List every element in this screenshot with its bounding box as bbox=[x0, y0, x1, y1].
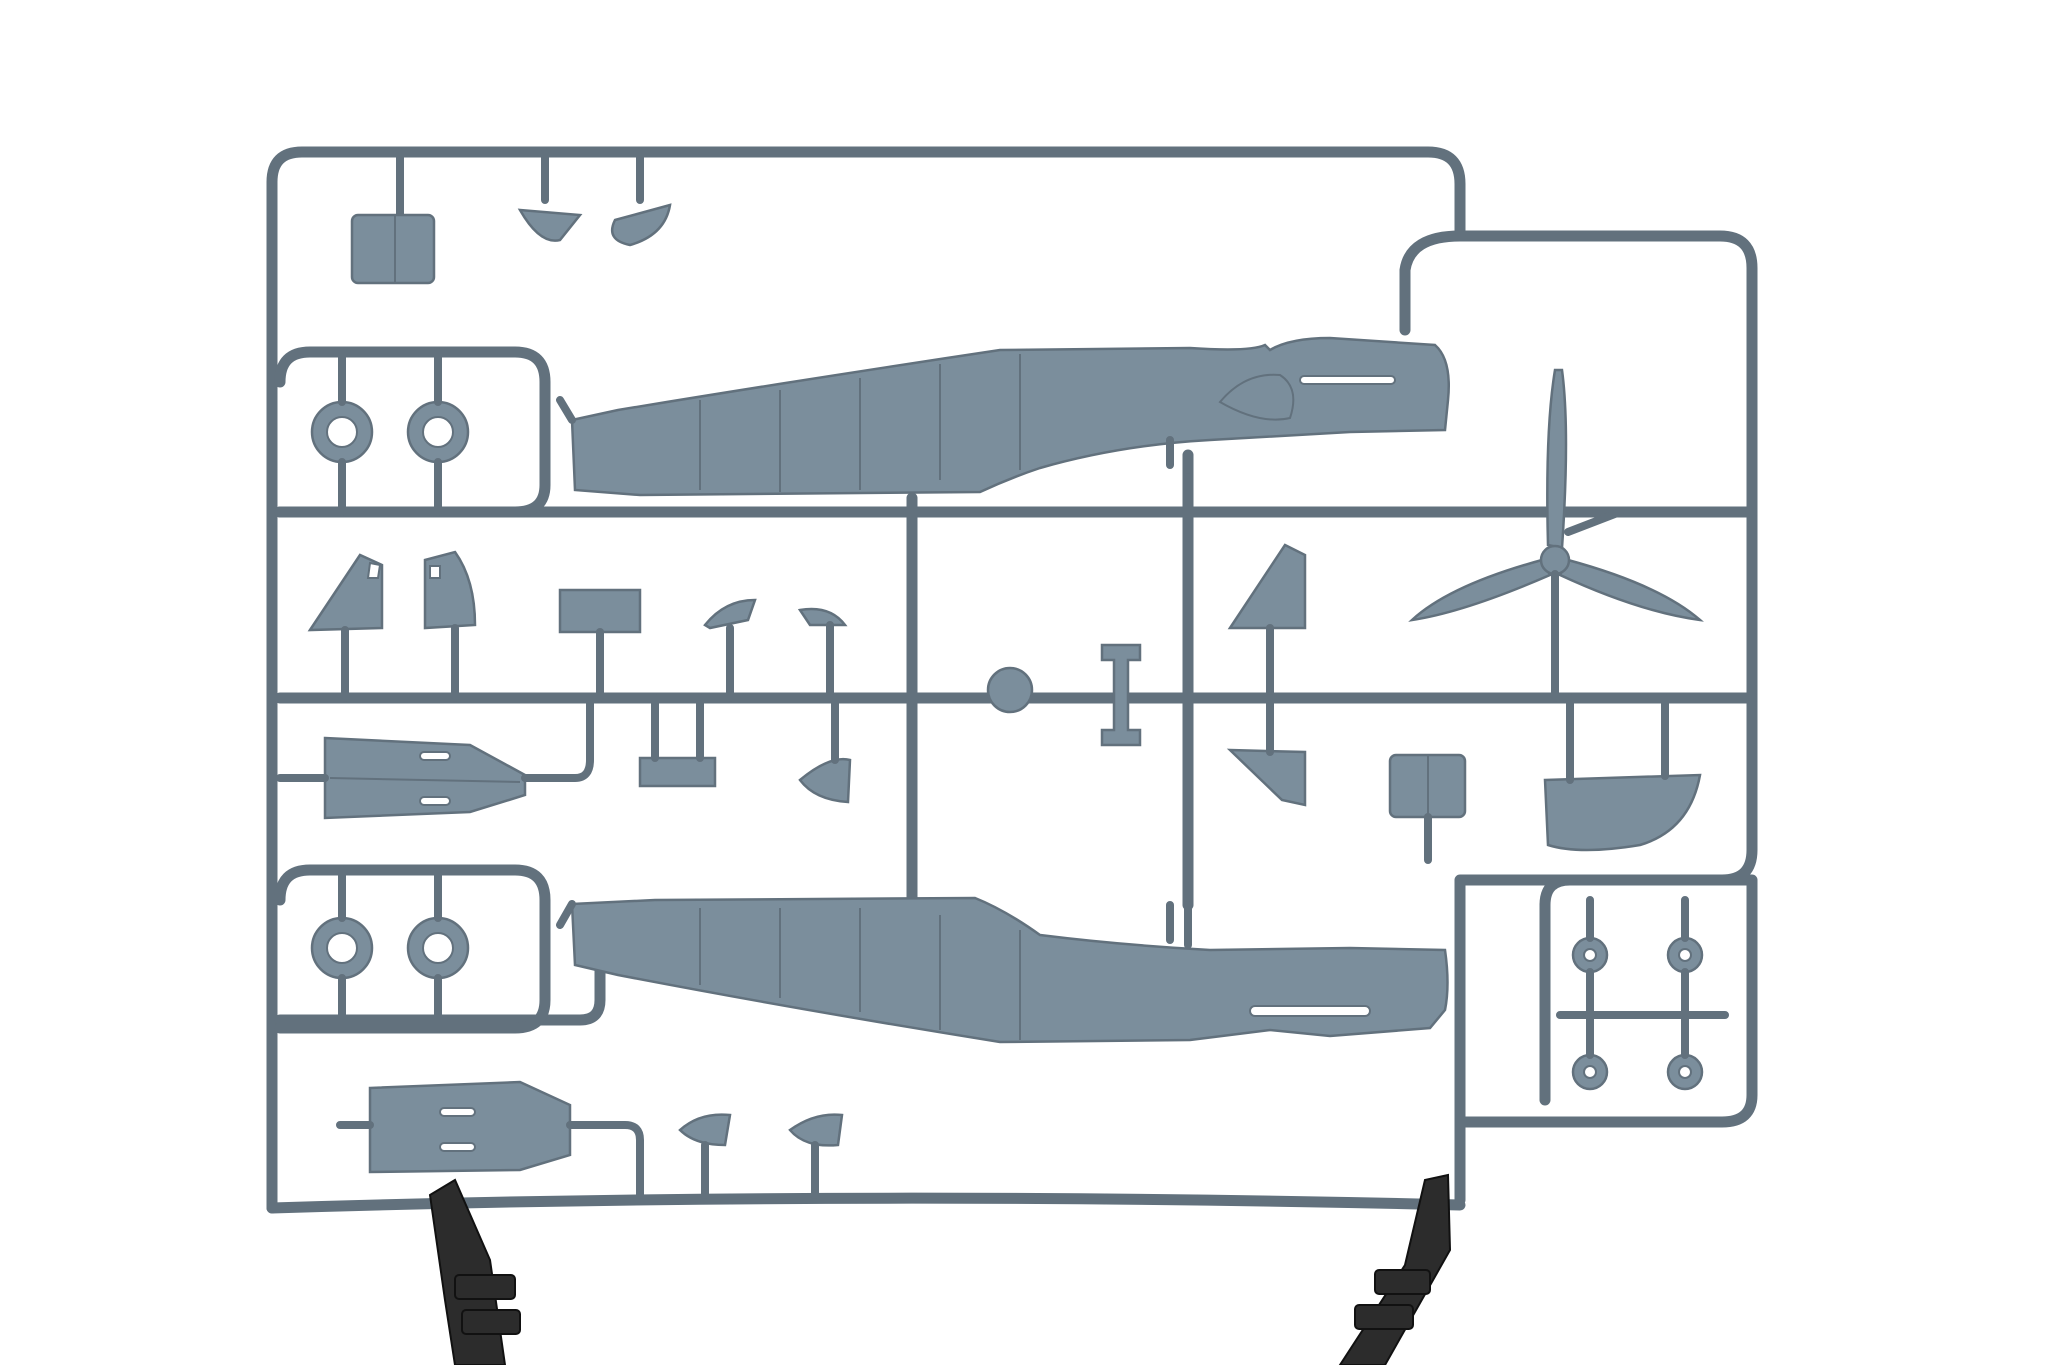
propeller-blade-right bbox=[1558, 558, 1704, 622]
part-canopy-small-1 bbox=[703, 598, 757, 630]
tail-fin-right bbox=[423, 550, 477, 630]
fuselage-half-upper bbox=[556, 336, 1450, 497]
part-teardrop-2 bbox=[678, 1113, 732, 1147]
part-teardrop-3 bbox=[788, 1113, 844, 1147]
wheel-frame-right bbox=[1454, 874, 1758, 1128]
part-strut-center bbox=[1100, 643, 1142, 747]
top-row-parts bbox=[350, 148, 672, 285]
fuselage-upper-cockpit-outline bbox=[1218, 373, 1295, 421]
part-fairing-left bbox=[517, 208, 583, 242]
part-cowl-lower bbox=[368, 1080, 572, 1174]
tail-fin-center bbox=[1227, 543, 1307, 630]
fuselage-half-lower bbox=[556, 896, 1449, 1044]
part-box-top-left bbox=[350, 213, 436, 285]
clamp-right bbox=[1338, 1173, 1452, 1365]
propeller-blade-left bbox=[1408, 558, 1552, 622]
wheel-frame-upper-left bbox=[274, 346, 551, 518]
part-canopy-small-2 bbox=[797, 607, 848, 627]
fuselage-upper-body bbox=[570, 336, 1450, 497]
bottom-row-parts bbox=[336, 1080, 844, 1199]
propeller-blade-top bbox=[1546, 368, 1568, 550]
propeller bbox=[1408, 368, 1704, 702]
propeller-hub bbox=[1539, 544, 1571, 576]
wheel-frame-lower-left bbox=[274, 864, 551, 1034]
part-flap-right bbox=[1543, 773, 1702, 852]
part-cowl-upper bbox=[323, 736, 527, 820]
tail-fin-lower bbox=[1226, 748, 1307, 807]
part-plate-center bbox=[558, 588, 642, 634]
mid-rail-lower bbox=[274, 934, 606, 1026]
middle-row-parts bbox=[276, 643, 1702, 864]
clamp-left bbox=[428, 1178, 521, 1365]
part-seat bbox=[638, 756, 717, 788]
tail-fin-left bbox=[307, 553, 384, 632]
fuselage-lower-body bbox=[570, 896, 1449, 1044]
frame-right-hook bbox=[1399, 230, 1466, 336]
frame-left-main bbox=[266, 146, 1758, 1214]
part-disk-center bbox=[986, 666, 1034, 714]
part-teardrop-1 bbox=[798, 757, 852, 804]
part-fairing-right bbox=[610, 203, 672, 247]
tail-surfaces-row bbox=[307, 543, 1307, 702]
